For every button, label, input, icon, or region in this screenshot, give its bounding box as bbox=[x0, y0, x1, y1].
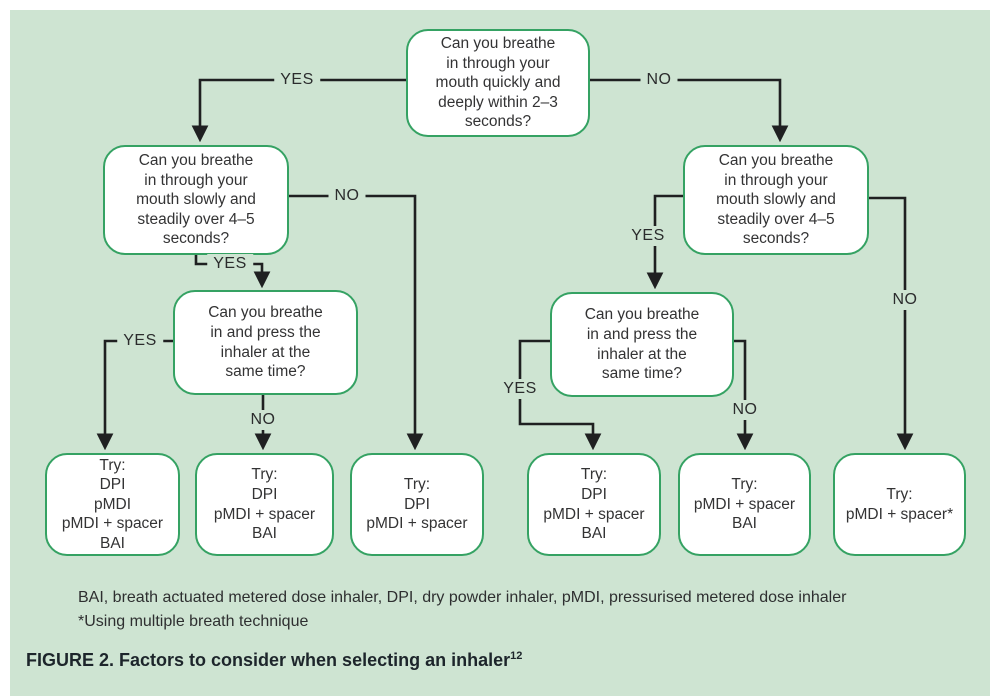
result-pmdi-spacer-asterisk: Try: pMDI + spacer* bbox=[833, 453, 966, 556]
figure-caption-reference: 12 bbox=[510, 650, 523, 662]
question-breathe-slowly-right: Can you breathe in through your mouth sl… bbox=[683, 145, 869, 255]
edge-label-press-right-no: NO bbox=[726, 400, 764, 420]
result-dpi-spacer-bai-left: Try: DPI pMDI + spacer BAI bbox=[195, 453, 334, 556]
question-press-inhaler-left: Can you breathe in and press the inhaler… bbox=[173, 290, 358, 395]
edge-label-top-no: NO bbox=[640, 70, 678, 90]
figure-caption: FIGURE 2. Factors to consider when selec… bbox=[26, 650, 522, 671]
edge-label-right-yes: YES bbox=[625, 226, 671, 246]
result-dpi-pmdi-spacer-bai: Try: DPI pMDI pMDI + spacer BAI bbox=[45, 453, 180, 556]
edge-label-press-right-yes: YES bbox=[497, 379, 543, 399]
footnote-asterisk: *Using multiple breath technique bbox=[78, 613, 309, 630]
edge-label-top-yes: YES bbox=[274, 70, 320, 90]
question-breathe-quickly: Can you breathe in through your mouth qu… bbox=[406, 29, 590, 137]
edge-label-left-no: NO bbox=[328, 186, 366, 206]
footnotes: BAI, breath actuated metered dose inhale… bbox=[78, 586, 846, 634]
edge-label-left-yes: YES bbox=[207, 254, 253, 274]
result-dpi-spacer-bai-right: Try: DPI pMDI + spacer BAI bbox=[527, 453, 661, 556]
question-breathe-slowly-left: Can you breathe in through your mouth sl… bbox=[103, 145, 289, 255]
figure-caption-text: FIGURE 2. Factors to consider when selec… bbox=[26, 650, 511, 670]
edge-label-press-left-yes: YES bbox=[117, 331, 163, 351]
edge-label-press-left-no: NO bbox=[244, 410, 282, 430]
edge-label-right-no: NO bbox=[886, 290, 924, 310]
question-press-inhaler-right: Can you breathe in and press the inhaler… bbox=[550, 292, 734, 397]
result-pmdi-spacer-bai: Try: pMDI + spacer BAI bbox=[678, 453, 811, 556]
footnote-abbreviations: BAI, breath actuated metered dose inhale… bbox=[78, 589, 847, 606]
result-dpi-spacer: Try: DPI pMDI + spacer bbox=[350, 453, 484, 556]
